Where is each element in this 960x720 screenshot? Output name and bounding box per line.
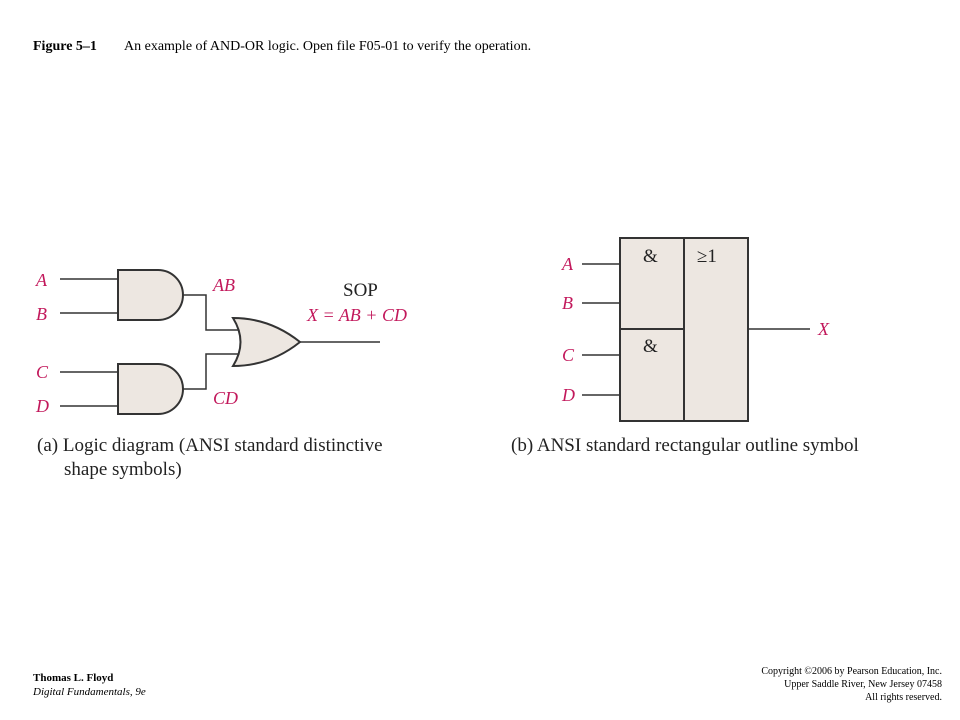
caption-a-line2: shape symbols): [64, 459, 182, 480]
footer-author-block: Thomas L. Floyd Digital Fundamentals, 9e: [33, 671, 146, 699]
diagram-a-labels: A B C D AB CD SOP X = AB + CD: [35, 270, 407, 416]
and-gate-1: [117, 269, 184, 321]
input-label-b: B: [36, 304, 47, 324]
caption-a: (a) Logic diagram (ANSI standard distinc…: [37, 434, 383, 482]
sop-label: SOP: [343, 280, 378, 301]
b-input-label-b: B: [562, 293, 573, 313]
b-input-label-a: A: [561, 254, 574, 274]
caption-b: (b) ANSI standard rectangular outline sy…: [511, 435, 859, 456]
and-block-1: [619, 237, 685, 330]
term-label-cd: CD: [213, 388, 238, 408]
copyright-line-1: Copyright ©2006 by Pearson Education, In…: [761, 666, 942, 677]
caption-a-line1: (a) Logic diagram (ANSI standard distinc…: [37, 435, 383, 456]
footer-copyright: Copyright ©2006 by Pearson Education, In…: [761, 665, 942, 704]
copyright-line-2: Upper Saddle River, New Jersey 07458: [784, 679, 942, 690]
input-label-d: D: [35, 396, 49, 416]
input-label-a: A: [35, 270, 48, 290]
diagram-b-labels: A B C D & & ≥1 X: [561, 246, 830, 405]
figure-number: Figure 5–1: [33, 39, 97, 54]
b-input-label-d: D: [561, 385, 575, 405]
and-symbol-1: &: [643, 246, 658, 267]
footer-author: Thomas L. Floyd: [33, 672, 114, 684]
b-input-label-c: C: [562, 345, 575, 365]
figure-caption: Figure 5–1 An example of AND-OR logic. Op…: [33, 39, 531, 55]
figure-caption-text: An example of AND-OR logic. Open file F0…: [124, 39, 532, 54]
and-symbol-2: &: [643, 336, 658, 357]
diagram-a: [60, 269, 380, 415]
input-label-c: C: [36, 362, 49, 382]
term-label-ab: AB: [212, 275, 235, 295]
or-block: [683, 237, 749, 422]
and-gate-2: [117, 363, 184, 415]
wire-ab: [183, 294, 243, 331]
or-symbol: ≥1: [697, 246, 717, 267]
and-block-2: [619, 328, 685, 422]
footer-book: Digital Fundamentals, 9e: [33, 686, 146, 698]
or-gate: [231, 316, 302, 368]
diagram-b: [582, 237, 810, 422]
copyright-line-3: All rights reserved.: [865, 692, 942, 703]
wire-cd: [183, 353, 243, 390]
sop-expression: X = AB + CD: [306, 305, 407, 325]
output-label-x: X: [817, 319, 830, 339]
